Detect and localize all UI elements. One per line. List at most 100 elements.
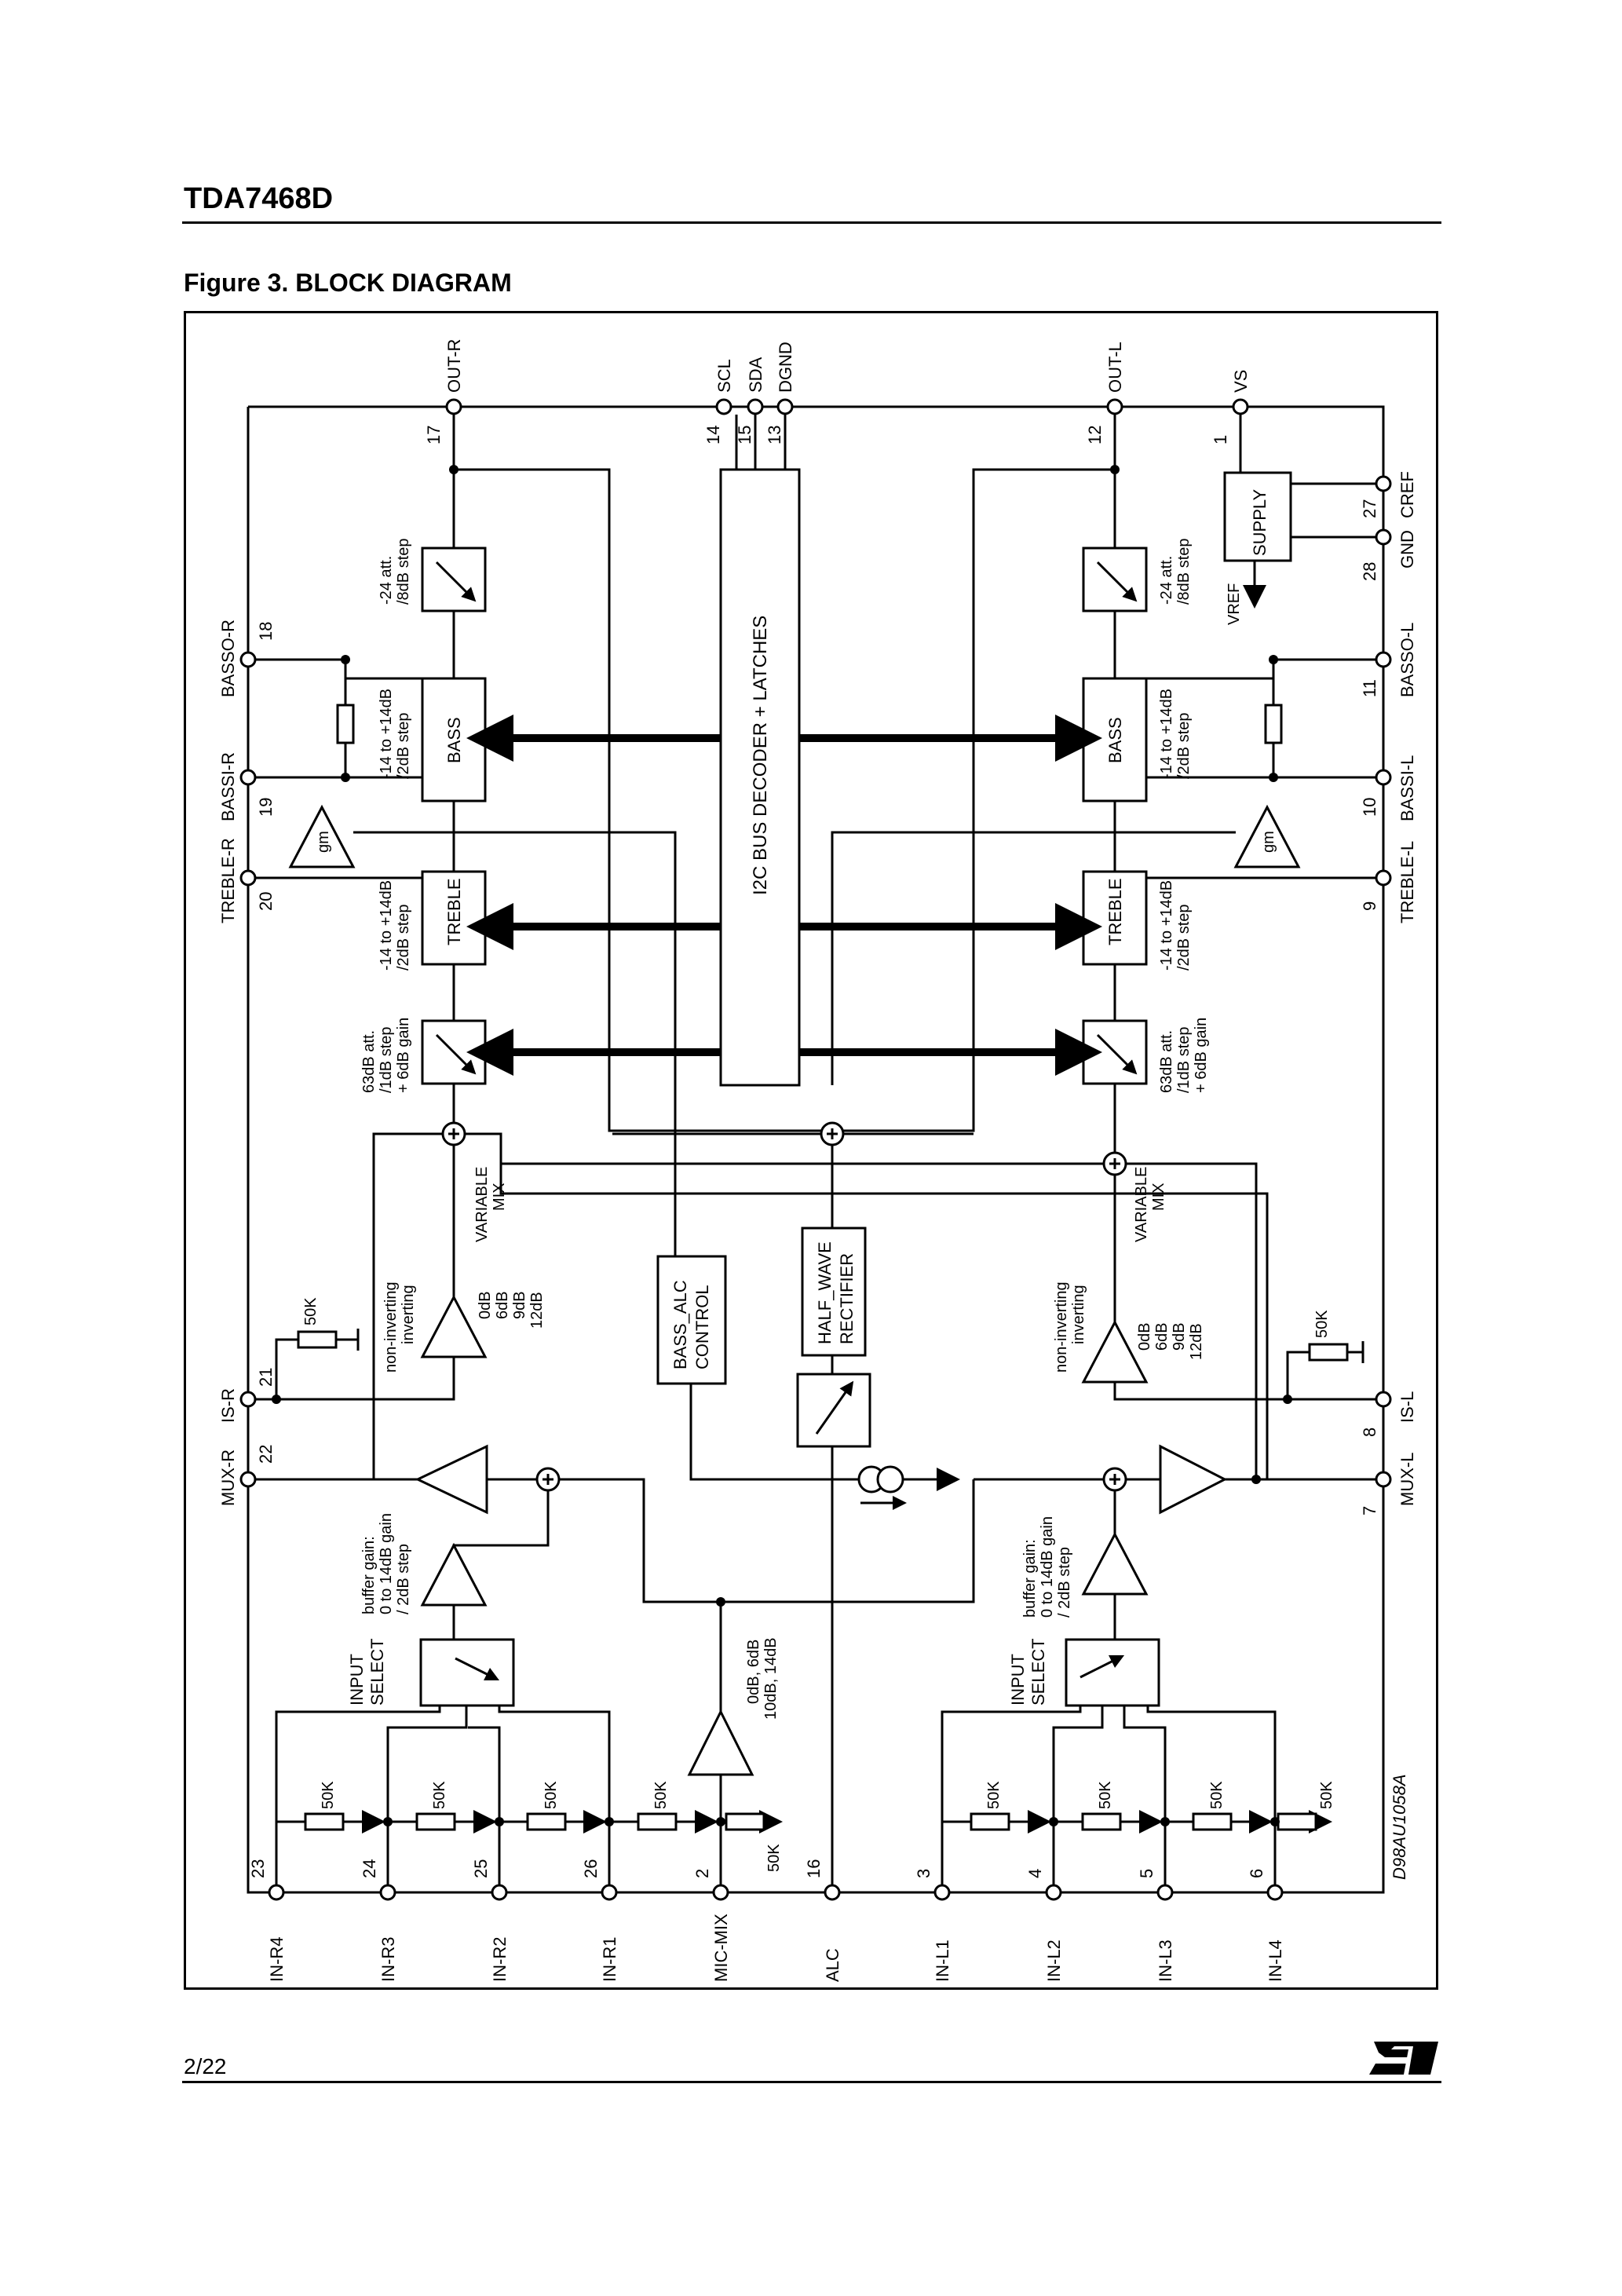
buffer-gain-note: / 2dB step <box>395 1544 412 1614</box>
pin-label-dgnd: DGND <box>776 342 795 393</box>
pin-label-out-l: OUT-L <box>1105 342 1125 393</box>
in-l3-pin <box>1156 1884 1174 1901</box>
inverting-note: inverting <box>1070 1285 1087 1344</box>
bass-label-r: BASS <box>444 717 464 763</box>
tone-note: /2dB step <box>1175 904 1193 971</box>
pin-number: 1 <box>1211 435 1230 444</box>
tone-note: -14 to +14dB <box>1158 880 1175 971</box>
gm-label-r: gm <box>315 831 332 853</box>
current-source-icon <box>876 1465 904 1493</box>
mix-gain-note: 9dB <box>511 1291 528 1319</box>
gm-amplifier-l <box>1233 804 1301 868</box>
resistor-label: 50K <box>542 1781 560 1809</box>
supply-label: SUPPLY <box>1250 488 1269 556</box>
dgnd-pin <box>776 398 794 415</box>
figure-caption: Figure 3. BLOCK DIAGRAM <box>184 269 512 297</box>
wire <box>559 1478 975 1603</box>
pin-label-in-l4: IN-L4 <box>1266 1940 1285 1982</box>
pin-label-is-l: IS-L <box>1397 1391 1417 1423</box>
pin-number: 3 <box>914 1869 933 1878</box>
rectifier-label: HALF_WAVE <box>815 1241 835 1344</box>
wire <box>941 1691 1082 1885</box>
bass-alc-label: CONTROL <box>692 1285 712 1369</box>
adjust-arrow-icon <box>815 1380 854 1435</box>
pin-number: 6 <box>1247 1869 1266 1878</box>
resistor-label: 50K <box>1097 1781 1114 1809</box>
junction-dot <box>1270 1817 1280 1826</box>
pin-number: 25 <box>471 1859 491 1878</box>
cref-pin <box>1375 475 1392 492</box>
resistor <box>336 704 355 744</box>
buffer-gain-note: / 2dB step <box>1056 1547 1073 1618</box>
bass-alc-control-block <box>656 1255 727 1385</box>
mix-gain-note: 12dB <box>1188 1323 1205 1360</box>
pin-number: 20 <box>256 892 276 911</box>
page-number: 2/22 <box>184 2054 227 2078</box>
is-l-pin <box>1375 1391 1392 1408</box>
circuit-blocks <box>288 468 1301 1776</box>
wire <box>468 1726 501 1885</box>
variable-mix-note: VARIABLE <box>1133 1167 1150 1242</box>
pin-number: 13 <box>765 426 784 444</box>
adjust-arrow-icon <box>1096 561 1138 602</box>
plus-icon <box>1109 1474 1120 1485</box>
header-rule <box>182 221 1441 224</box>
pin-number: 18 <box>256 622 276 641</box>
gnd-pin <box>1375 528 1392 546</box>
treble-label-r: TREBLE <box>444 878 464 945</box>
pin-number: 7 <box>1360 1506 1379 1515</box>
resistor-label: 50K <box>302 1297 320 1325</box>
treble-l-pin <box>1375 869 1392 887</box>
mix-gain-note: 0dB <box>1136 1322 1153 1351</box>
inverting-note: non-inverting <box>382 1281 400 1373</box>
pin-number: 26 <box>581 1859 601 1878</box>
vs-pin <box>1232 398 1249 415</box>
resistor <box>1264 704 1283 744</box>
mux-l-pin <box>1375 1471 1392 1488</box>
wire <box>275 1691 441 1885</box>
tone-note: /2dB step <box>1175 712 1193 779</box>
pin-number: 17 <box>424 426 444 444</box>
basso-r-pin <box>239 651 257 668</box>
in-r1-pin <box>601 1884 618 1901</box>
pin-number: 12 <box>1085 426 1105 444</box>
treble-label-l: TREBLE <box>1105 878 1125 945</box>
i2c-decoder-block <box>719 468 801 1087</box>
wire <box>256 658 422 680</box>
junction-dot <box>1269 773 1278 782</box>
resistor-50k <box>1081 1812 1122 1831</box>
pin-label-basso-r: BASSO-R <box>218 620 238 697</box>
pin-label-in-r4: IN-R4 <box>267 1937 287 1982</box>
in-l2-pin <box>1045 1884 1062 1901</box>
wire <box>256 1357 455 1401</box>
scl-pin <box>715 398 732 415</box>
bass-alc-label: BASS_ALC <box>670 1280 690 1369</box>
resistor-label: 50K <box>1313 1310 1331 1338</box>
alc-pin <box>824 1884 841 1901</box>
buffer-gain-note: buffer gain: <box>1021 1539 1039 1618</box>
plus-icon <box>1109 1158 1120 1169</box>
junction-dot <box>383 1817 393 1826</box>
junction-dot <box>495 1817 504 1826</box>
footer-rule <box>182 2081 1441 2083</box>
vref-label: VREF <box>1226 583 1243 625</box>
junction-dot <box>716 1597 725 1607</box>
mix-gain-note: 6dB <box>1153 1322 1171 1351</box>
junction-dot <box>1251 1475 1261 1484</box>
volume-note: + 6dB gain <box>395 1018 412 1093</box>
junction-dot <box>272 1395 281 1404</box>
half-wave-rectifier-block <box>801 1227 867 1357</box>
resistor-label: 50K <box>431 1781 448 1809</box>
pin-number: 28 <box>1360 562 1379 581</box>
in-r3-pin <box>379 1884 396 1901</box>
adjust-arrow-icon <box>455 1657 500 1681</box>
is-r-pin <box>239 1391 257 1408</box>
gm-label-l: gm <box>1260 831 1277 853</box>
tone-note: /2dB step <box>395 712 412 779</box>
in-r4-pin <box>268 1884 285 1901</box>
pin-number: 2 <box>692 1869 712 1878</box>
supply-block <box>1223 471 1292 562</box>
pin-number: 27 <box>1360 499 1379 518</box>
pin-number: 11 <box>1360 679 1379 697</box>
resistor-label: 50K <box>765 1844 783 1872</box>
